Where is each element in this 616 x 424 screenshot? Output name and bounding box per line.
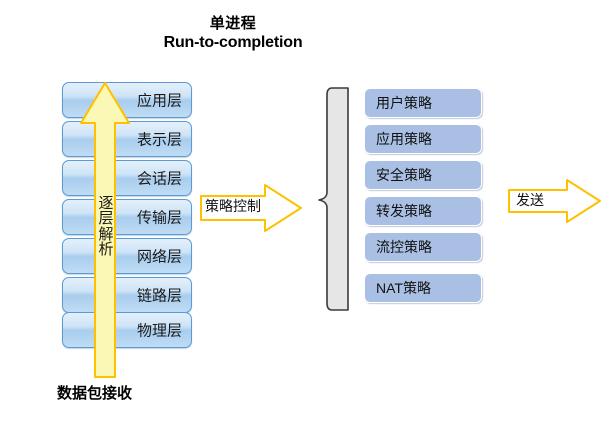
policy-label-application: 应用策略 <box>376 131 432 147</box>
layer-box-physical[interactable]: 物理层 <box>62 312 192 348</box>
policy-label-security: 安全策略 <box>376 167 432 183</box>
policy-box-user[interactable]: 用户策略 <box>364 88 482 118</box>
policy-group-bracket-icon <box>318 86 350 312</box>
send-arrow-label: 发送 <box>516 192 544 208</box>
layer-label-presentation: 表示层 <box>136 131 182 149</box>
title-line-chinese: 单进程 <box>209 15 257 32</box>
up-arrow-label: 逐层解析 <box>98 195 114 258</box>
layer-box-presentation[interactable]: 表示层 <box>62 121 192 157</box>
layer-label-network: 网络层 <box>136 248 182 266</box>
packet-receive-caption: 数据包接收 <box>57 385 133 402</box>
policy-box-nat[interactable]: NAT策略 <box>364 273 482 303</box>
layer-label-transport: 传输层 <box>136 209 182 227</box>
policy-label-nat: NAT策略 <box>376 280 431 296</box>
title-line-english: Run-to-completion <box>163 34 303 52</box>
layer-label-physical: 物理层 <box>136 322 182 340</box>
policy-control-arrow-icon <box>199 183 303 233</box>
policy-label-forwarding: 转发策略 <box>376 203 432 219</box>
layer-box-session[interactable]: 会话层 <box>62 160 192 196</box>
policy-control-arrow-label: 策略控制 <box>205 198 261 214</box>
layer-box-transport[interactable]: 传输层 <box>62 199 192 235</box>
diagram-title: 单进程 Run-to-completion <box>133 14 333 54</box>
layer-label-datalink: 链路层 <box>136 287 182 305</box>
up-arrow-icon <box>79 81 131 379</box>
policy-box-application[interactable]: 应用策略 <box>364 124 482 154</box>
layer-box-network[interactable]: 网络层 <box>62 238 192 274</box>
layer-box-application[interactable]: 应用层 <box>62 82 192 118</box>
policy-label-flowcontrol: 流控策略 <box>376 239 432 255</box>
send-arrow-icon <box>507 178 602 224</box>
policy-label-user: 用户策略 <box>376 95 432 111</box>
policy-box-forwarding[interactable]: 转发策略 <box>364 196 482 226</box>
policy-box-flowcontrol[interactable]: 流控策略 <box>364 232 482 262</box>
policy-box-security[interactable]: 安全策略 <box>364 160 482 190</box>
layer-label-application: 应用层 <box>136 92 182 110</box>
layer-label-session: 会话层 <box>136 170 182 188</box>
layer-box-datalink[interactable]: 链路层 <box>62 277 192 313</box>
